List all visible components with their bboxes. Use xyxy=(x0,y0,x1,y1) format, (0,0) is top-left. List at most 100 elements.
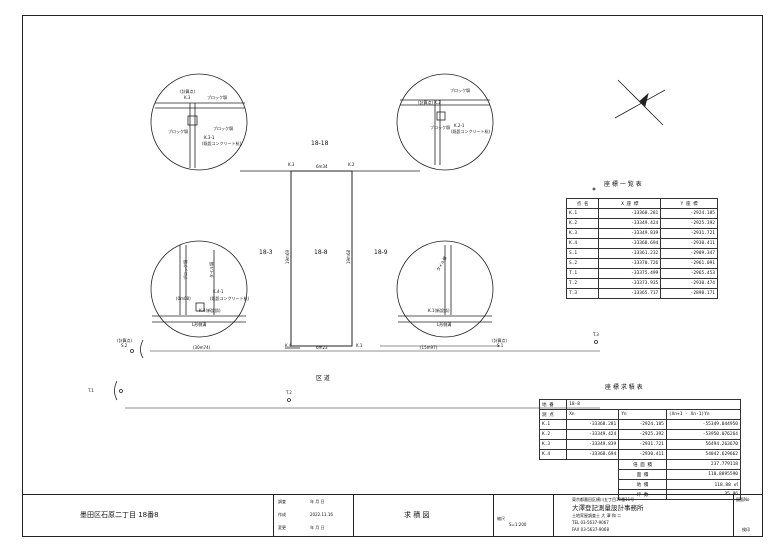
coord-cell: -2925.392 xyxy=(660,218,718,229)
title-block: 墨田区石原二丁目 18番8 調査 年 月 日 作成 2022.11.16 変更 … xyxy=(23,494,762,537)
tl-pt: K.3 xyxy=(184,95,191,100)
coord-row: K.1-33368.281-2924.185 xyxy=(565,208,718,219)
area-cell: K.3 xyxy=(538,439,568,450)
dim-bottom-left: (30m74) xyxy=(193,345,211,350)
coord-cell: K.4 xyxy=(565,238,600,249)
coord-row: S.1-33361.232-2909.347 xyxy=(565,248,718,259)
coord-row: K.2-33349.424-2925.392 xyxy=(565,218,718,229)
area-table-title: 座 標 求 積 表 xyxy=(605,384,643,391)
lot-label: 地 番 xyxy=(538,399,568,410)
revise-label: 変更 xyxy=(278,525,286,530)
area-cell: 56494.263670 xyxy=(665,439,742,450)
coord-row: K.3-33349.839-2931.721 xyxy=(565,228,718,239)
point-t1: T.1 xyxy=(88,388,94,393)
area-header: Xn xyxy=(566,409,620,420)
tl-calc: (計算点) xyxy=(180,89,196,94)
dim-bottom: 6m23 xyxy=(316,345,328,350)
coord-cell: K.3 xyxy=(565,228,600,239)
area-cell: -55349.044950 xyxy=(665,419,742,430)
tl-k31: K.3-1 xyxy=(204,135,215,140)
area-row: K.1-33368.281-2924.185-55349.044950 xyxy=(538,419,742,430)
br-ls: L形側溝 xyxy=(437,322,452,327)
point-k1: K.1 xyxy=(356,343,363,348)
point-t3: T.3 xyxy=(593,332,599,337)
drawing-title: 求 積 図 xyxy=(404,511,430,519)
tl-block: ブロック塀 xyxy=(207,95,227,100)
coord-row: K.4-33368.694-2930.411 xyxy=(565,238,718,249)
coord-header: Y 座 標 xyxy=(660,198,718,209)
tr-block2: ブロック塀 xyxy=(430,125,450,130)
revise-date: 年 月 日 xyxy=(310,525,325,530)
location: 墨田区石原二丁目 18番8 xyxy=(80,511,159,519)
dim-top: 6m34 xyxy=(316,164,328,169)
area-table: 地 番 18-8 測 点 Xn Yn (Xn+1 - Xn-1)Yn K.1-3… xyxy=(538,399,742,500)
bl-block: ブロック塀 xyxy=(183,260,188,280)
tl-k31-note: (既設コンクリート杭) xyxy=(202,141,242,146)
area-cell: K.2 xyxy=(538,429,568,440)
area-header: 測 点 xyxy=(538,409,568,420)
coord-cell: -2930.474 xyxy=(660,278,718,289)
drawing-frame xyxy=(22,15,763,537)
area-cell: -2931.721 xyxy=(618,439,667,450)
tl-block3: ブロック塀 xyxy=(168,129,188,134)
point-k4: K.4 xyxy=(285,343,292,348)
summary-value: 237.779118 xyxy=(665,459,742,470)
office-fax: FAX 03-5637-9068 xyxy=(572,527,610,532)
area-cell: -2924.185 xyxy=(618,419,667,430)
survey-date: 年 月 日 xyxy=(310,499,325,504)
survey-label: 調査 xyxy=(278,499,286,504)
area-cell: -2930.411 xyxy=(618,449,667,460)
parcel-center: 18-8 xyxy=(314,249,328,256)
bl-k41: K.4-1 xyxy=(213,289,224,294)
summary-label: 面 積 xyxy=(618,469,667,480)
road-label: 区 道 xyxy=(316,375,330,382)
summary-value: 118.88 ㎡ xyxy=(665,479,742,490)
create-label: 作成 xyxy=(278,512,286,517)
office-cell: 東京都墨田区横川五丁目10番11号 大澤登記測量設計事務所 土地家屋調査士 大 … xyxy=(553,495,733,537)
coord-header: 点 名 xyxy=(565,198,600,209)
tr-k21: K.2-1 xyxy=(454,123,465,128)
parcel-north: 18-18 xyxy=(311,140,329,147)
dates-cell: 調査 年 月 日 作成 2022.11.16 変更 年 月 日 xyxy=(273,495,353,537)
coord-cell: -2898.171 xyxy=(660,288,718,299)
coord-table-title: 座 標 一 覧 表 xyxy=(604,181,642,188)
coord-header: X 座 標 xyxy=(598,198,662,209)
area-cell: 54042.629662 xyxy=(665,449,742,460)
point-s1: S.1 xyxy=(497,343,504,348)
point-s2-note: (計算点) xyxy=(117,338,133,343)
area-cell: -33349.424 xyxy=(566,429,620,440)
bl-k41-note: (既設コンクリート杭) xyxy=(210,296,250,301)
coord-cell: -33368.694 xyxy=(598,238,662,249)
coord-cell: T.3 xyxy=(565,288,600,299)
scale-cell: 縮尺 S=1:200 xyxy=(493,495,553,537)
dim-left: 19m69 xyxy=(285,249,291,265)
coord-cell: -33361.232 xyxy=(598,248,662,259)
point-k2: K.2 xyxy=(348,162,355,167)
coord-cell: S.2 xyxy=(565,258,600,269)
summary-label: 地 積 xyxy=(618,479,667,490)
coord-row: T.3-33365.717-2898.171 xyxy=(565,288,718,299)
area-row: K.2-33349.424-2925.392-53950.076264 xyxy=(538,429,742,440)
area-cell: K.4 xyxy=(538,449,568,460)
bl-dim: (0m08) xyxy=(176,296,191,301)
coord-cell: -2930.411 xyxy=(660,238,718,249)
point-k3: K.3 xyxy=(288,162,295,167)
dim-bottom-right: (15m97) xyxy=(420,345,438,350)
parcel-east: 18-9 xyxy=(374,249,388,256)
area-header: (Xn+1 - Xn-1)Yn xyxy=(665,409,742,420)
tr-block: ブロック塀 xyxy=(450,88,470,93)
tr-calc: (計算点) K.2 xyxy=(418,100,441,105)
area-cell: -2925.392 xyxy=(618,429,667,440)
point-t2: T.2 xyxy=(286,390,292,395)
seal-cell: 図面No 検印 xyxy=(733,495,762,537)
seal-label: 検印 xyxy=(742,527,750,532)
drawing-no: 図面No xyxy=(736,497,750,502)
coord-cell: -2931.721 xyxy=(660,228,718,239)
tr-k21-note: (既設コンクリート杭) xyxy=(451,129,491,134)
